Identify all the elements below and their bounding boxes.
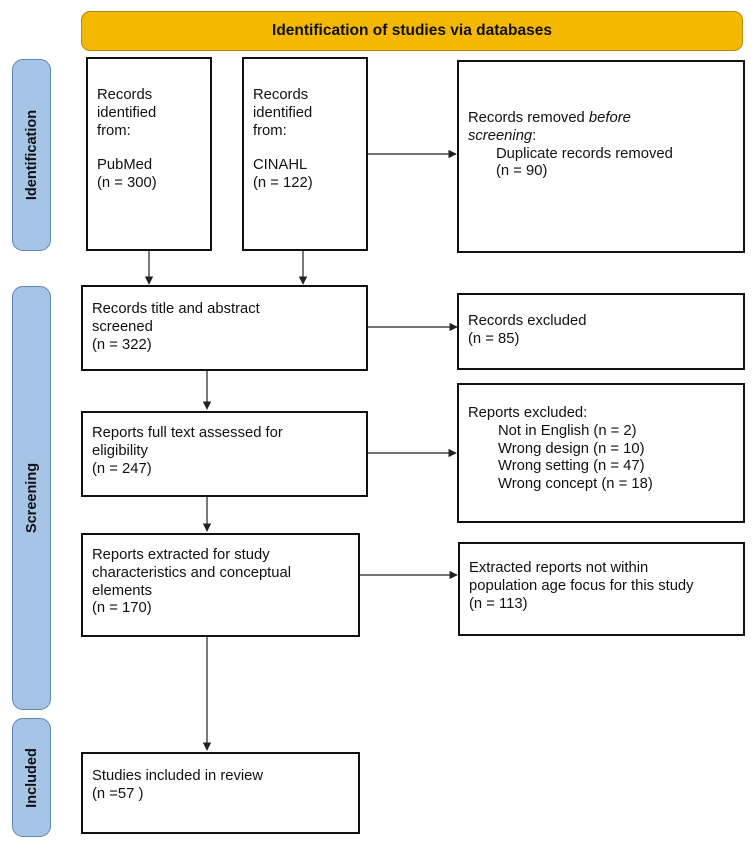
records-removed-box: Records removed before screening: Duplic… (457, 60, 745, 253)
pubmed-line2: identified (97, 104, 157, 121)
cinahl-count: (n = 122) (253, 175, 313, 191)
records-excluded-line1: Records excluded (468, 313, 587, 329)
stage-identification: Identification (12, 59, 51, 251)
reports-excluded-reason: Wrong concept (n = 18) (498, 476, 653, 492)
pubmed-count: (n = 300) (97, 175, 157, 191)
full-text-line1: Reports full text assessed for (92, 425, 283, 441)
full-text-line2: eligibility (92, 442, 148, 459)
reports-excluded-reason: Wrong setting (n = 47) (498, 458, 645, 475)
records-excluded-count: (n = 85) (468, 330, 520, 347)
records-cinahl-box: Records identified from: CINAHL (n = 122… (242, 57, 368, 251)
extracted-line1: Reports extracted for study (92, 547, 270, 563)
studies-included-line1: Studies included in review (92, 768, 264, 784)
reports-excluded-line1: Reports excluded: (468, 405, 588, 421)
cinahl-line1: Records (253, 87, 309, 103)
extracted-line2: characteristics and conceptual (92, 564, 292, 581)
extracted-count: (n = 170) (92, 600, 152, 617)
not-within-count: (n = 113) (469, 595, 528, 612)
reports-excluded-reason: Not in English (n = 2) (498, 422, 637, 439)
removed-suffix: : (532, 127, 537, 144)
studies-included-count: (n =57 ) (92, 785, 144, 802)
cinahl-source: CINAHL (253, 157, 308, 174)
header-title: Identification of studies via databases (272, 22, 552, 39)
removed-emphasis-1: before (588, 110, 631, 126)
removed-count: (n = 90) (496, 163, 548, 180)
extracted-box: Reports extracted for study characterist… (81, 533, 360, 637)
full-text-box: Reports full text assessed for eligibili… (81, 411, 368, 497)
full-text-count: (n = 247) (92, 460, 152, 477)
stage-screening: Screening (12, 286, 51, 710)
title-abstract-count: (n = 322) (92, 336, 152, 353)
title-abstract-line2: screened (92, 318, 153, 335)
not-within-box: Extracted reports not within population … (458, 542, 745, 636)
records-pubmed-box: Records identified from: PubMed (n = 300… (86, 57, 212, 251)
records-excluded-box: Records excluded (n = 85) (457, 293, 745, 370)
pubmed-source: PubMed (97, 157, 153, 174)
extracted-line3: elements (92, 582, 153, 599)
title-abstract-line1: Records title and abstract (92, 301, 260, 317)
pubmed-line1: Records (97, 87, 153, 103)
studies-included-box: Studies included in review (n =57 ) (81, 752, 360, 834)
not-within-line2: population age focus for this study (469, 577, 694, 594)
not-within-line1: Extracted reports not within (469, 560, 649, 576)
stage-included: Included (12, 718, 51, 837)
removed-item: Duplicate records removed (496, 145, 673, 162)
cinahl-line2: identified (253, 104, 313, 121)
cinahl-line3: from: (253, 122, 287, 139)
removed-prefix: Records removed (468, 110, 589, 126)
pubmed-line3: from: (97, 122, 131, 139)
reports-excluded-reason: Wrong design (n = 10) (498, 440, 645, 457)
removed-emphasis-2: screening (468, 127, 533, 144)
title-abstract-box: Records title and abstract screened (n =… (81, 285, 368, 371)
reports-excluded-box: Reports excluded: Not in English (n = 2)… (457, 383, 745, 523)
header-banner: Identification of studies via databases (81, 11, 743, 51)
